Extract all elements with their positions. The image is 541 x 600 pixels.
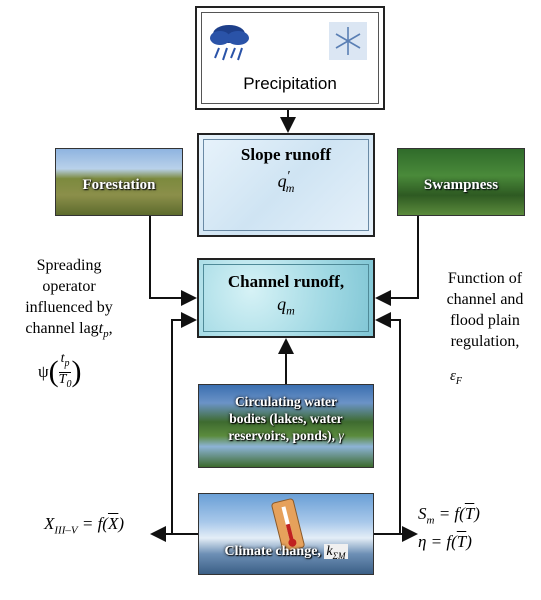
circulating-line-2: bodies (lakes, water xyxy=(229,411,343,426)
slope-runoff-inner-frame xyxy=(203,139,369,231)
left-annotation-line-1: Spreading xyxy=(36,257,102,274)
spreading-operator-annotation: Spreading operator influenced by channel… xyxy=(0,255,138,345)
right-annotation-line-2: channel and xyxy=(446,291,524,308)
thermometer-icon xyxy=(271,498,305,552)
right-annotation-line-4: regulation, xyxy=(450,333,520,350)
right-equations: Sm = f(T) η = f(T) xyxy=(418,503,480,553)
slope-runoff-node: Slope runoff q′m xyxy=(197,133,375,237)
left-annotation-line-2: operator xyxy=(42,278,96,295)
right-equation-2: η = f(T) xyxy=(418,532,472,552)
forestation-node: Forestation xyxy=(55,148,183,216)
arrow-climate-left-loop xyxy=(171,312,198,535)
precipitation-inner-frame xyxy=(201,12,379,104)
rain-cloud-icon xyxy=(210,25,249,61)
precipitation-node: Precipitation xyxy=(195,6,385,110)
channel-runoff-symbol: qm xyxy=(277,294,295,318)
slope-runoff-title: Slope runoff xyxy=(240,145,332,164)
epsilon-f-symbol: εF xyxy=(450,368,463,387)
climate-change-label: Climate change, kΣM xyxy=(224,544,348,561)
climate-change-node: Climate change, kΣM xyxy=(198,493,374,575)
precipitation-label: Precipitation xyxy=(243,74,337,93)
slope-runoff-symbol: q′m xyxy=(277,169,295,195)
circulating-line-1: Circulating water xyxy=(234,394,338,409)
circulating-water-node: Circulating water bodies (lakes, water r… xyxy=(198,384,374,468)
snowflake-icon xyxy=(329,22,367,60)
circulating-water-label: Circulating water bodies (lakes, water r… xyxy=(203,393,369,444)
forestation-label: Forestation xyxy=(82,177,156,193)
right-annotation-line-3: flood plain xyxy=(450,312,520,329)
right-annotation-line-1: Function of xyxy=(447,270,523,287)
arrow-climate-right-loop xyxy=(374,312,401,535)
left-equation: XIII–V = f(X) xyxy=(44,514,125,537)
left-annotation-line-4: channel lagtp, xyxy=(25,320,113,341)
arrow-forest-to-channel xyxy=(149,216,197,306)
channel-runoff-title: Channel runoff, xyxy=(227,272,345,291)
arrow-swamp-to-channel xyxy=(375,216,419,306)
swampness-node: Swampness xyxy=(397,148,525,216)
channel-runoff-inner-frame xyxy=(203,264,369,332)
regulation-annotation: Function of channel and flood plain regu… xyxy=(430,268,540,352)
swampness-label: Swampness xyxy=(423,177,499,193)
left-annotation-line-3: influenced by xyxy=(25,299,113,316)
right-equation-1: Sm = f(T) xyxy=(418,504,480,527)
circulating-line-3: reservoirs, ponds), γ xyxy=(228,428,344,443)
channel-runoff-node: Channel runoff, qm xyxy=(197,258,375,338)
